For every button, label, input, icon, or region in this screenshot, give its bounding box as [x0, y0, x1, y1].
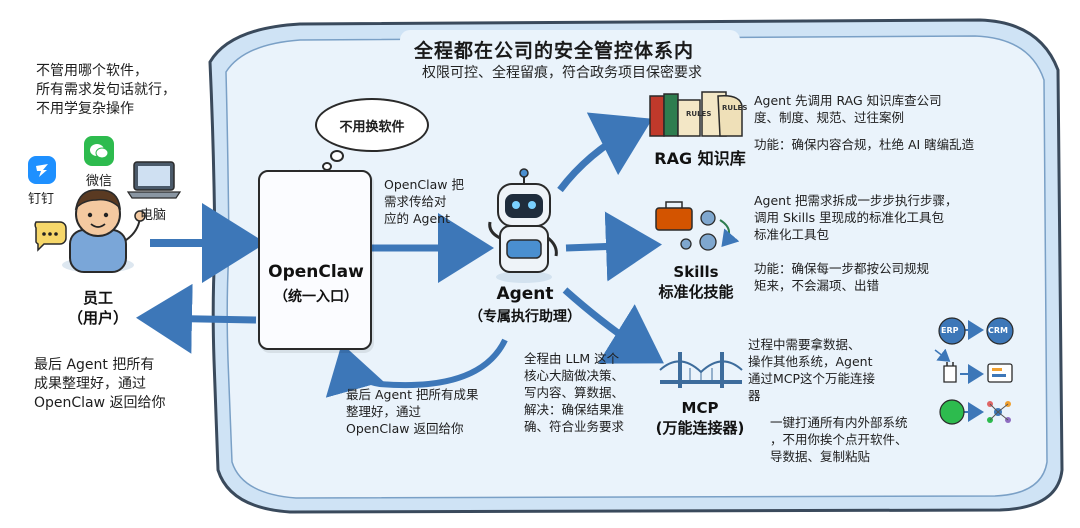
- skills-label: Skills 标准化技能: [658, 263, 734, 301]
- title-banner: [400, 30, 740, 82]
- wechat-small-icon: [939, 399, 965, 425]
- dingtalk-caption: 钉钉: [28, 192, 55, 207]
- robot-agent-illustration: [488, 168, 558, 283]
- arrow-agent-to-rag: [557, 112, 653, 193]
- page-subtitle: 权限可控、全程留痕，符合政务项目保密要求: [422, 65, 702, 81]
- return-note-left: 最后 Agent 把所有 成果整理好，通过 OpenClaw 返回给你: [34, 357, 166, 411]
- network-icon: [987, 401, 1011, 423]
- mcp-desc: 过程中需要拿数据、 操作其他系统，Agent 通过MCP这个万能连接 器: [748, 337, 876, 403]
- arrow-agent-to-skills: [565, 211, 662, 282]
- erp-label: ERP: [941, 326, 959, 335]
- mcp-bridge-illustration: [659, 352, 743, 388]
- skills-desc: Agent 把需求拆成一步步执行步骤， 调用 Skills 里现成的标准化工具包…: [754, 193, 958, 242]
- mcp-func: 一键打通所有内外部系统 ，不用你挨个点开软件、 导数据、复制粘贴: [770, 415, 908, 464]
- rag-book-label: RULES: [686, 110, 712, 118]
- skills-toolbox-illustration: [655, 201, 740, 251]
- rag-book-label: RULES: [722, 104, 748, 112]
- openclaw-box: [258, 170, 372, 350]
- page-title: 全程都在公司的安全管控体系内: [414, 40, 695, 62]
- arrow-openclaw-to-user: [136, 283, 257, 354]
- openclaw-name: OpenClaw: [268, 262, 364, 282]
- arrow-agent-return: [325, 338, 508, 398]
- dingtalk-icon: [28, 156, 56, 184]
- crm-icon: [986, 317, 1014, 345]
- bubble-dot: [330, 150, 344, 162]
- user-illustration: [62, 189, 146, 273]
- rag-label: RAG 知识库: [654, 149, 746, 168]
- agent-name: Agent: [496, 284, 554, 304]
- rag-books-illustration: [649, 91, 743, 137]
- plug-icon: [943, 362, 957, 383]
- openclaw-pass-note: OpenClaw 把 需求传给对 应的 Agent: [384, 177, 464, 226]
- computer-icon: [126, 161, 182, 199]
- return-note-mid: 最后 Agent 把所有成果 整理好，通过 OpenClaw 返回给你: [346, 387, 479, 436]
- skills-func: 功能：确保每一步都按公司规规 矩来，不会漏项、出错: [754, 261, 930, 293]
- thought-bubble: 不用换软件: [315, 98, 429, 152]
- computer-caption: 电脑: [140, 208, 167, 223]
- arrow-agent-to-mcp: [562, 287, 664, 364]
- user-intro-note: 不管用哪个软件， 所有需求发句话就行， 不用学复杂操作: [36, 63, 176, 117]
- agent-llm-note: 全程由 LLM 这个 核心大脑做决策、 写内容、算数据、 解决：确保结果准 确、…: [524, 351, 625, 434]
- user-label: 员工 （用户）: [67, 289, 128, 327]
- wechat-caption: 微信: [86, 174, 113, 189]
- rag-desc: Agent 先调用 RAG 知识库查公司 度、制度、规范、过往案例: [754, 93, 942, 125]
- mcp-label: MCP (万能连接器): [655, 399, 745, 437]
- dashboard-icon: [987, 363, 1013, 383]
- erp-icon: [938, 317, 966, 345]
- wechat-icon: [84, 136, 114, 166]
- rag-func: 功能：确保内容合规，杜绝 AI 瞎编乱造: [754, 137, 975, 152]
- agent-sub: （专属执行助理）: [469, 309, 581, 325]
- openclaw-sub: （统一入口）: [274, 289, 358, 305]
- crm-label: CRM: [988, 326, 1008, 335]
- chat-bubble-icon: [34, 221, 67, 252]
